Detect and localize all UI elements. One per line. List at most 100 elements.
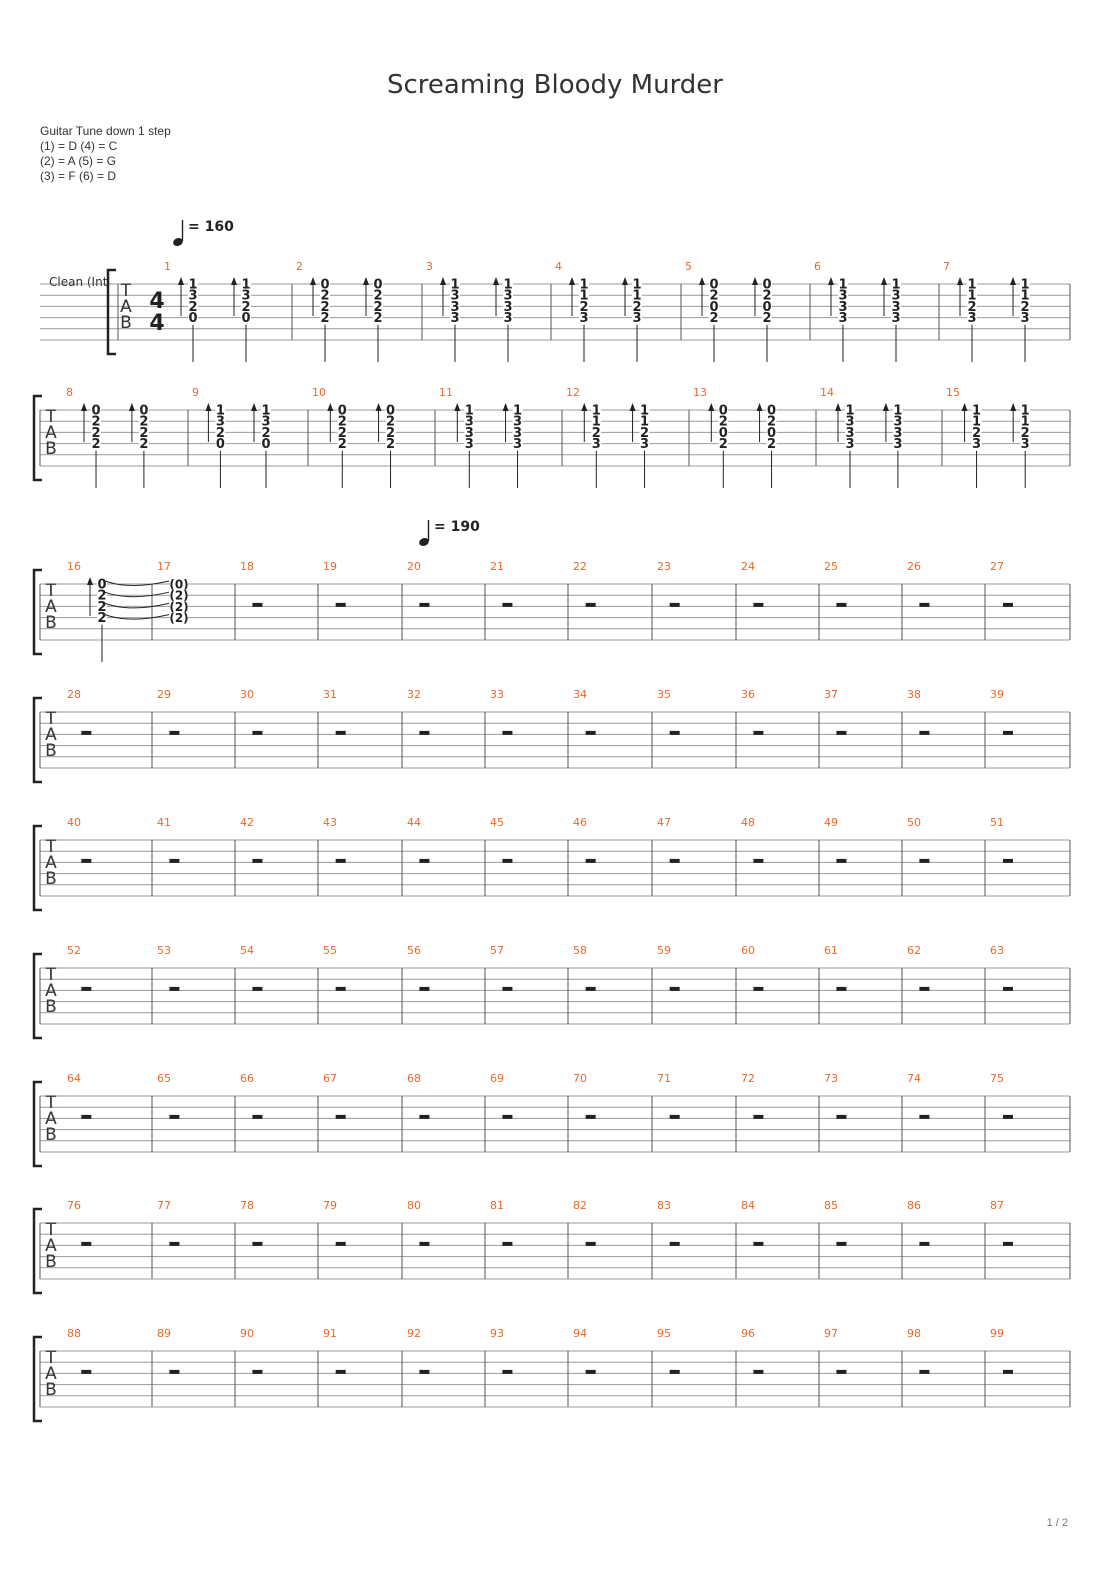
fret-number: 2: [216, 426, 225, 441]
whole-rest: [669, 1114, 680, 1119]
fret-mask: [632, 312, 642, 324]
fret-number: 3: [188, 289, 197, 304]
measure-number: 46: [573, 816, 587, 829]
tab-clef-letter: A: [45, 597, 57, 617]
fret-mask: [1020, 300, 1030, 312]
whole-rest: [919, 730, 930, 735]
fret-number: 0: [762, 278, 771, 293]
whole-rest: [753, 1114, 764, 1119]
measure-number: 32: [407, 688, 421, 701]
measure-number: 90: [240, 1327, 254, 1340]
strum-arrow-head: [756, 403, 763, 411]
measure-number: 41: [157, 816, 171, 829]
measure-number: 25: [824, 560, 838, 573]
fret-mask: [1020, 278, 1030, 290]
strum-arrow-head: [251, 403, 257, 411]
fret-mask: [591, 426, 602, 438]
measure-number: 72: [741, 1072, 755, 1085]
fret-number: 3: [513, 426, 522, 441]
fret-mask: [762, 300, 772, 312]
tab-clef-letter: T: [45, 709, 57, 729]
fret-mask: [464, 404, 475, 416]
fret-number: 2: [241, 300, 250, 315]
fret-mask: [718, 415, 729, 427]
measure-number: 37: [824, 688, 838, 701]
whole-rest: [252, 1369, 263, 1374]
fret-mask: [718, 404, 729, 416]
measure-number: 12: [566, 386, 580, 399]
measure-number: 16: [67, 560, 81, 573]
measure-number: 53: [157, 944, 171, 957]
whole-rest: [169, 1114, 180, 1119]
fret-number: 2: [91, 437, 100, 452]
measure-number: 98: [907, 1327, 921, 1340]
fret-mask: [838, 312, 848, 324]
whole-rest: [502, 1241, 513, 1246]
fret-number: 2: [972, 426, 981, 441]
fret-mask: [709, 312, 719, 324]
fret-mask: [591, 415, 602, 427]
fret-number: 3: [845, 415, 854, 430]
fret-mask: [709, 289, 719, 301]
whole-rest: [335, 602, 346, 607]
whole-rest: [1002, 602, 1013, 607]
time-signature-top: 4: [149, 289, 164, 314]
measure-number: 86: [907, 1199, 921, 1212]
fret-mask: [762, 289, 772, 301]
system-bracket: [106, 268, 116, 356]
fret-mask: [718, 438, 729, 450]
measure-number: 65: [157, 1072, 171, 1085]
fret-number: 2: [261, 426, 270, 441]
strum-arrow-head: [327, 403, 334, 411]
fret-number: 3: [450, 289, 459, 304]
fret-mask: [373, 300, 383, 312]
whole-rest: [669, 602, 680, 607]
fret-number: 3: [592, 437, 601, 452]
whole-rest: [836, 1241, 847, 1246]
whole-rest: [252, 858, 263, 863]
measure-number: 47: [657, 816, 671, 829]
whole-rest: [585, 730, 596, 735]
tab-clef-letter: B: [120, 313, 132, 333]
fret-mask: [91, 415, 102, 427]
fret-number: 2: [762, 311, 771, 326]
fret-number: 0: [188, 311, 197, 326]
fret-mask: [512, 438, 523, 450]
strum-arrow-head: [493, 277, 499, 285]
fret-mask: [639, 438, 650, 450]
fret-mask: [170, 600, 188, 612]
fret-number: 1: [450, 278, 459, 293]
fret-mask: [188, 300, 198, 312]
measure-number: 27: [990, 560, 1004, 573]
fret-mask: [385, 415, 396, 427]
fret-mask: [91, 438, 102, 450]
fret-mask: [971, 404, 982, 416]
fret-mask: [891, 300, 901, 312]
measure-number: 68: [407, 1072, 421, 1085]
tab-clef-letter: A: [45, 423, 57, 443]
fret-mask: [188, 312, 198, 324]
fret-number: 3: [579, 311, 588, 326]
whole-rest: [669, 730, 680, 735]
fret-number: 2: [97, 589, 106, 604]
whole-rest: [252, 602, 263, 607]
whole-rest: [669, 858, 680, 863]
strum-arrow-head: [375, 403, 382, 411]
fret-number: 3: [838, 289, 847, 304]
fret-mask: [97, 578, 107, 590]
tuning-line: (1) = D (4) = C: [40, 139, 118, 153]
measure-number: 50: [907, 816, 921, 829]
fret-number: 3: [891, 300, 900, 315]
fret-number: 1: [838, 278, 847, 293]
fret-mask: [215, 426, 226, 438]
system-bracket: [32, 568, 42, 656]
strum-arrow-head: [363, 277, 369, 285]
tab-clef-letter: T: [45, 837, 57, 857]
fret-number: 3: [465, 426, 474, 441]
fret-mask: [261, 438, 271, 450]
fret-mask: [91, 404, 102, 416]
whole-rest: [169, 858, 180, 863]
fret-mask: [215, 404, 226, 416]
fret-mask: [241, 278, 251, 290]
whole-rest: [753, 986, 764, 991]
